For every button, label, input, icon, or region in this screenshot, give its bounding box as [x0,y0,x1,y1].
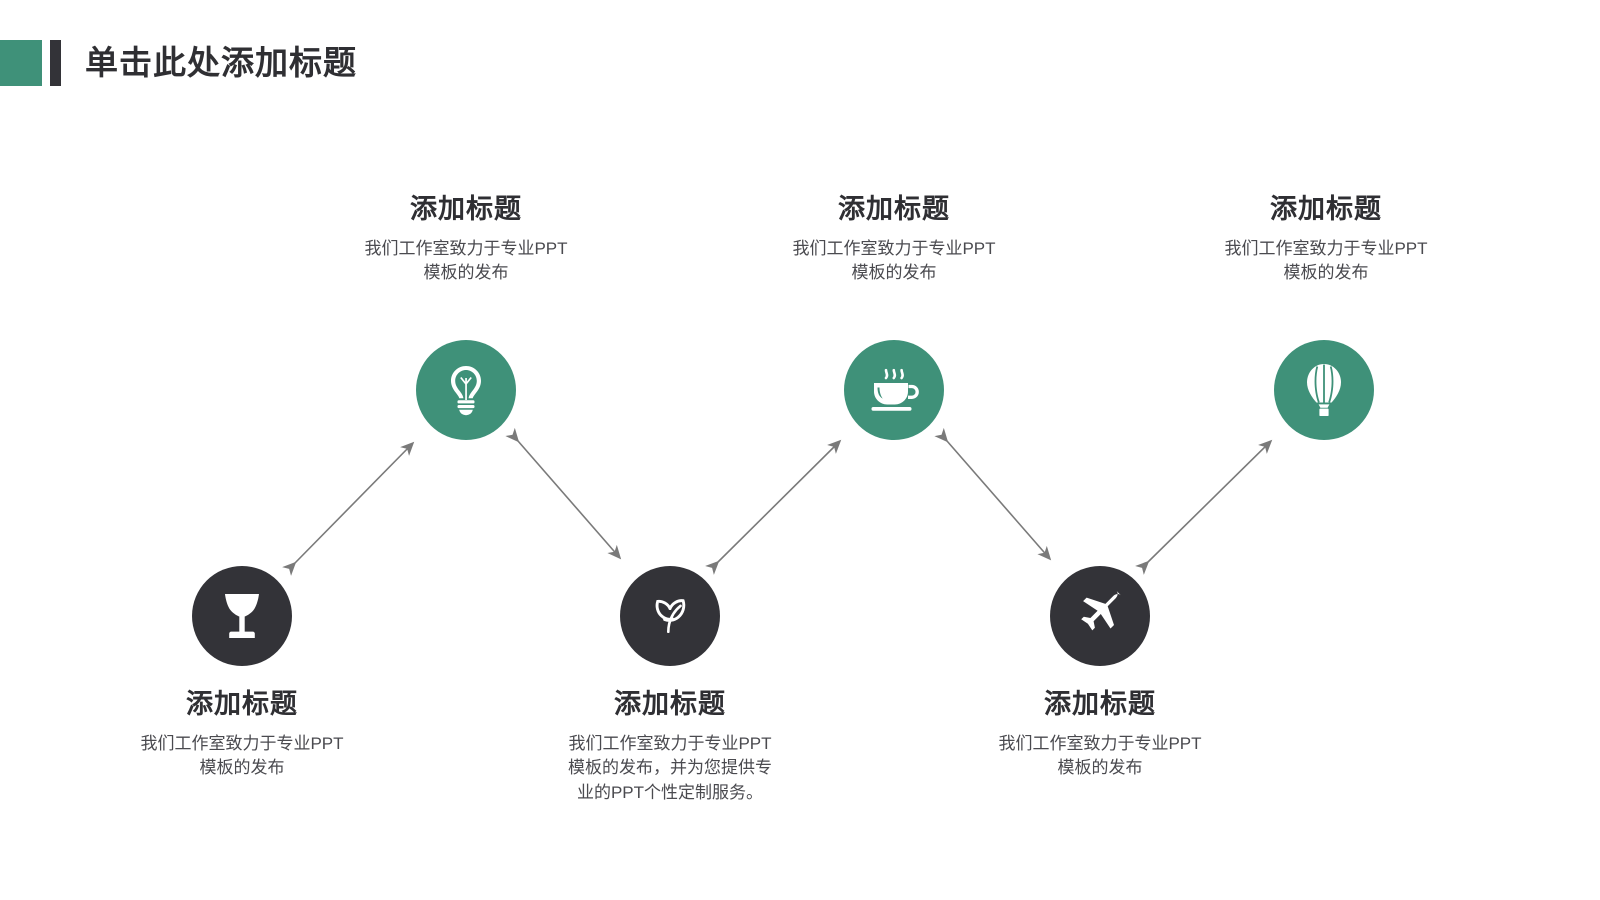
node-bulb[interactable] [416,340,516,440]
node-description: 我们工作室致力于专业PPT 模板的发布 [1224,238,1428,283]
header-accent-block [0,40,42,86]
text-block-coffee: 添加标题 我们工作室致力于专业PPT 模板的发布 [744,194,1044,286]
slide-header: 单击此处添加标题 [0,40,357,86]
airplane-icon [1081,590,1121,631]
text-block-wine: 添加标题 我们工作室致力于专业PPT 模板的发布 [92,689,392,781]
text-block-plane: 添加标题 我们工作室致力于专业PPT 模板的发布 [950,689,1250,781]
coffee-cup-icon [871,368,919,411]
arrow-leaf-coffee [705,439,842,575]
node-coffee[interactable] [844,340,944,440]
arrow-bulb-leaf [505,427,622,560]
header-dark-bar [50,40,61,86]
node-title: 添加标题 [186,689,298,719]
text-block-leaf: 添加标题 我们工作室致力于专业PPT 模板的发布，并为您提供专 业的PPT个性定… [520,689,820,806]
node-title: 添加标题 [614,689,726,719]
node-leaf[interactable] [620,566,720,666]
leaf-icon [655,599,686,633]
node-description: 我们工作室致力于专业PPT 模板的发布，并为您提供专 业的PPT个性定制服务。 [568,733,772,802]
node-description: 我们工作室致力于专业PPT 模板的发布 [998,733,1202,778]
node-description: 我们工作室致力于专业PPT 模板的发布 [792,238,996,283]
text-block-balloon: 添加标题 我们工作室致力于专业PPT 模板的发布 [1176,194,1476,286]
node-title: 添加标题 [1270,194,1382,224]
arrow-wine-bulb [282,441,415,576]
node-description: 我们工作室致力于专业PPT 模板的发布 [364,238,568,283]
node-title: 添加标题 [410,194,522,224]
page-title: 单击此处添加标题 [85,44,357,81]
text-block-bulb: 添加标题 我们工作室致力于专业PPT 模板的发布 [316,194,616,286]
hot-air-balloon-icon [1307,364,1341,416]
node-title: 添加标题 [1044,689,1156,719]
node-description: 我们工作室致力于专业PPT 模板的发布 [140,733,344,778]
lightbulb-icon [451,366,481,416]
arrow-coffee-plane [934,427,1052,561]
node-wine[interactable] [192,566,292,666]
arrow-plane-balloon [1135,439,1273,575]
node-plane[interactable] [1050,566,1150,666]
node-title: 添加标题 [838,194,950,224]
wine-glass-icon [225,594,259,638]
node-balloon[interactable] [1274,340,1374,440]
